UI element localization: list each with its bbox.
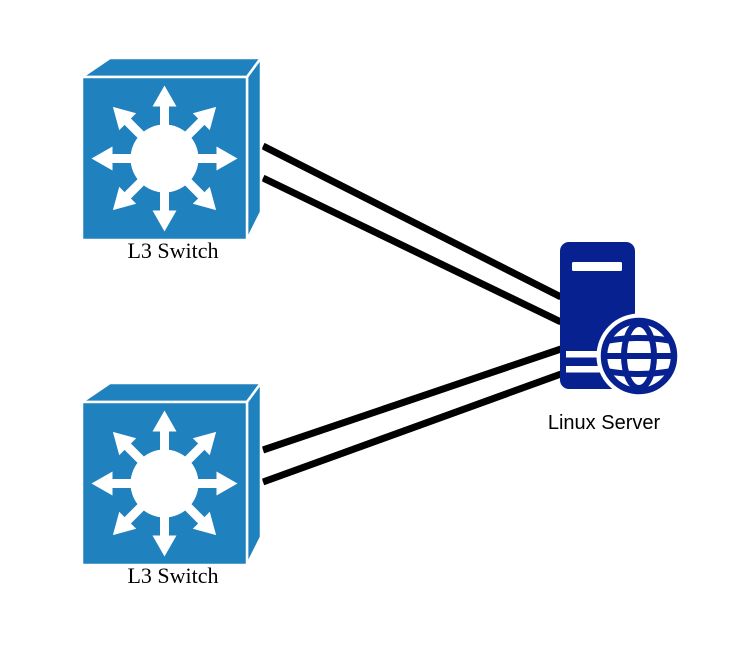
l3-switch-bottom-node: L3 Switch: [80, 381, 263, 588]
linux-server-icon: [560, 242, 682, 399]
l3-switch-top-label: L3 Switch: [127, 238, 218, 263]
links-layer: [261, 142, 563, 486]
l3-switch-icon: [80, 56, 263, 242]
l3-switch-icon: [80, 381, 263, 567]
linux-server-label: Linux Server: [548, 412, 661, 434]
l3-switch-bottom-label: L3 Switch: [127, 563, 218, 588]
l3-switch-top-node: L3 Switch: [80, 56, 263, 263]
globe-icon: [596, 313, 682, 399]
link-switch-bottom-server-2: [261, 370, 563, 486]
link-switch-top-server-1: [261, 142, 563, 301]
link-switch-bottom-server-1: [261, 345, 563, 454]
link-switch-top-server-2: [261, 174, 563, 326]
linux-server-node: Linux Server: [548, 242, 682, 434]
